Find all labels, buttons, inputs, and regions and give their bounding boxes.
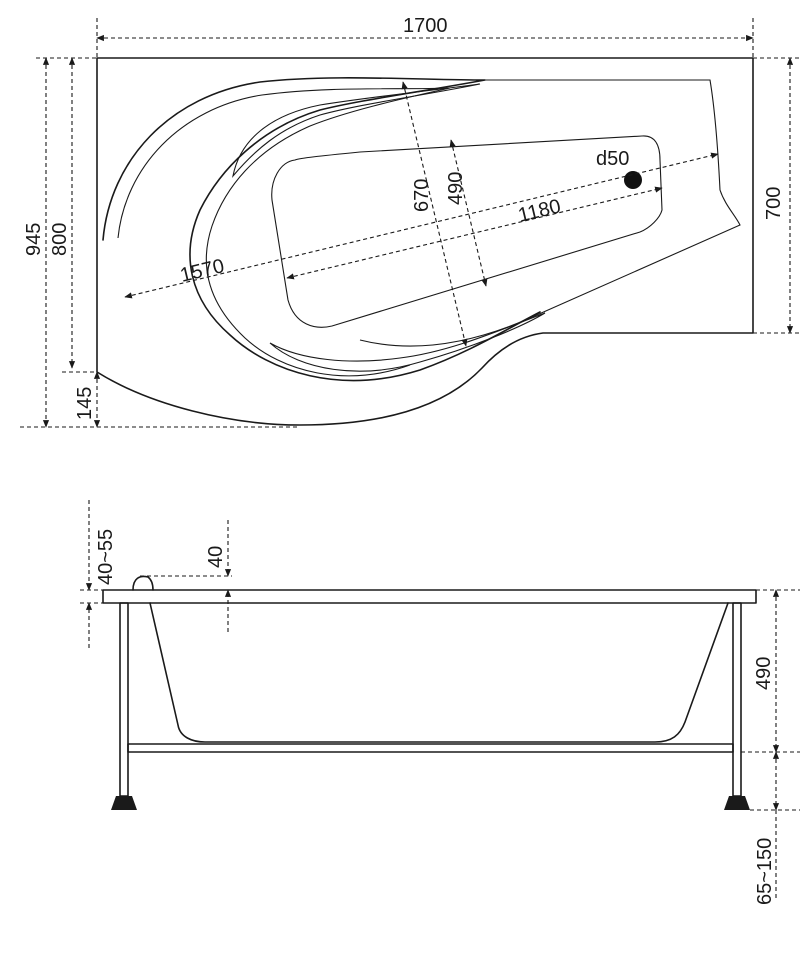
dim-leg-height: 65~150 [754,838,776,905]
dim-width-diagonal: 670 [411,179,433,212]
dim-depth: 490 [753,657,775,690]
foot-right [724,796,750,810]
dim-height-right: 700 [763,187,785,220]
foot-left [111,796,137,810]
decor-wave-bottom [269,312,546,372]
headrest [132,575,154,591]
dim-length-inner: 1180 [516,195,563,226]
dim-headrest: 40 [205,546,227,568]
frame-leg-right [732,602,742,797]
dim-length-diagonal: 1570 [178,255,226,287]
tub-shell-left-inner [117,87,451,377]
dim-rim-thickness: 40~55 [95,529,117,585]
dim-width-inner: 490 [445,172,467,205]
drain-label: d50 [596,148,629,170]
dim-height-body: 800 [49,223,71,256]
decor-wave-top [232,83,481,178]
dim-height-total: 945 [23,223,45,256]
top-view: d50 1700 700 945 800 145 1570 1180 670 [20,15,800,428]
tub-body-side [149,602,729,743]
tub-outer-rim [96,57,754,426]
frame-leg-left [119,602,129,797]
dim-width-total: 1700 [403,15,448,37]
frame-crossbar [127,743,734,753]
tub-shell-left [102,77,541,382]
dim-offset-bottom: 145 [74,387,96,420]
side-view: 40~55 40 490 65~150 [80,500,800,905]
drain-icon [624,171,642,189]
tub-rim [102,589,757,604]
